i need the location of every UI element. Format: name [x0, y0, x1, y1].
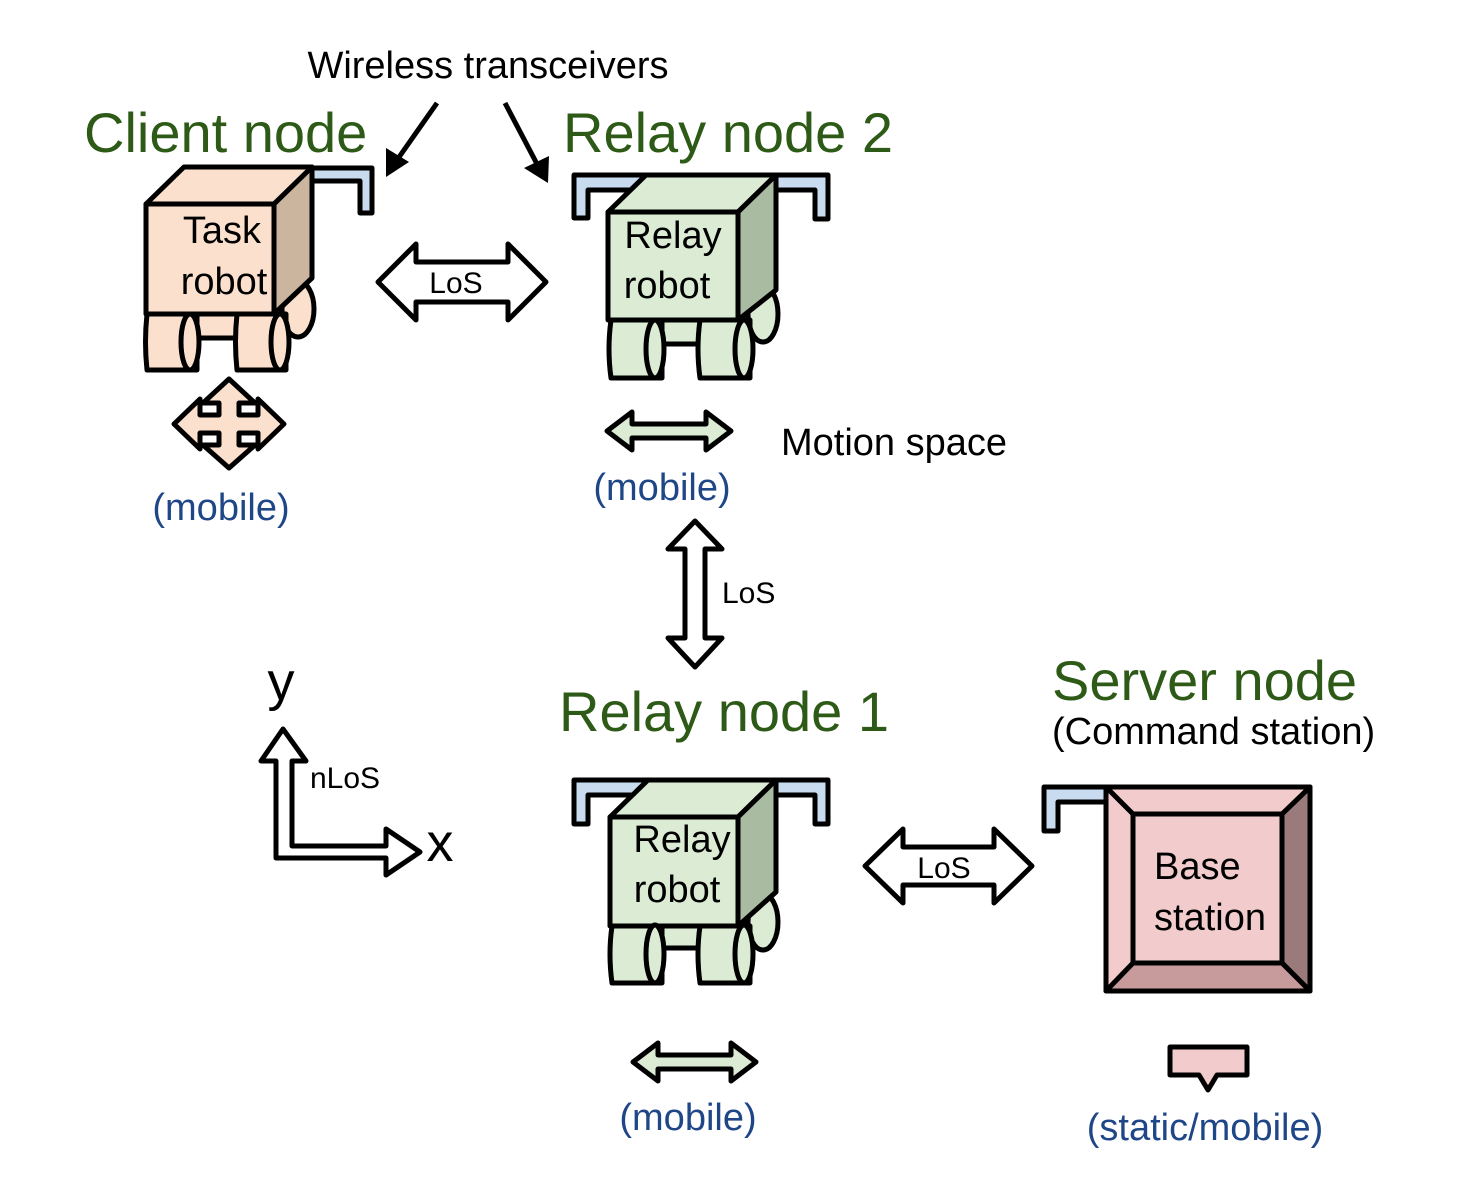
server-antenna — [1041, 784, 1113, 834]
task-robot-label-line1: Task — [183, 210, 262, 252]
link-relay2-relay1: LoS — [665, 518, 775, 670]
relay2-label-line1: Relay — [624, 215, 721, 257]
relay2-label-line2: robot — [624, 265, 711, 307]
relay2-mode-label: (mobile) — [593, 467, 730, 509]
client-antenna — [309, 165, 375, 216]
relay1-antenna-right — [767, 777, 831, 827]
relay2-antenna-right — [767, 172, 831, 222]
server-mode-label: (static/mobile) — [1087, 1107, 1324, 1149]
relay2-motion-arrow — [604, 409, 734, 453]
wireless-transceivers-label: Wireless transceivers — [307, 45, 668, 87]
relay1-label-line1: Relay — [633, 819, 730, 861]
client-motion-arrow-4way — [171, 376, 287, 471]
station-label-line1: Base — [1154, 846, 1241, 888]
relay-robot-1: Relay robot — [571, 777, 831, 986]
transceiver-pointer-arrow-right — [502, 101, 549, 183]
relay1-label-line2: robot — [634, 869, 721, 911]
station-inner-face — [1130, 811, 1285, 966]
client-node-title: Client node — [84, 101, 367, 164]
axes-arrow-shape — [258, 726, 423, 878]
station-right-bevel — [1279, 784, 1313, 994]
task-robot: Task robot — [143, 164, 375, 373]
axes-corner-label: nLoS — [310, 762, 380, 795]
relay1-motion-arrow — [630, 1040, 759, 1084]
relay-node-1-title: Relay node 1 — [559, 680, 889, 743]
axis-y-label: y — [268, 652, 295, 712]
link-client-relay2-label: LoS — [429, 267, 482, 300]
relay2-front — [605, 209, 741, 323]
task-robot-axle — [193, 311, 241, 341]
server-node-subtitle: (Command station) — [1052, 711, 1375, 753]
station-top-bevel — [1103, 784, 1313, 817]
link-relay1-server: LoS — [862, 826, 1035, 906]
link-client-relay2: LoS — [375, 241, 549, 323]
client-mode-label: (mobile) — [152, 487, 289, 529]
link-relay1-server-label: LoS — [917, 852, 970, 885]
server-node-title: Server node — [1052, 649, 1357, 712]
station-label-line2: station — [1154, 897, 1266, 939]
axis-x-label: x — [427, 813, 454, 873]
transceiver-pointer-arrow-left — [386, 101, 440, 177]
link-relay2-relay1-label: LoS — [722, 577, 775, 610]
station-bottom-bevel — [1103, 960, 1313, 994]
server-mode-icon — [1167, 1044, 1250, 1093]
task-robot-label-line2: robot — [181, 261, 268, 303]
relay1-front — [607, 814, 741, 929]
relay-robot-2: Relay robot — [571, 172, 831, 381]
motion-space-label: Motion space — [781, 422, 1007, 464]
axes-indicator: y x nLoS — [258, 652, 454, 878]
base-station: Base station — [1041, 784, 1313, 994]
relay-node-2-title: Relay node 2 — [563, 101, 893, 164]
relay1-mode-label: (mobile) — [619, 1097, 756, 1139]
